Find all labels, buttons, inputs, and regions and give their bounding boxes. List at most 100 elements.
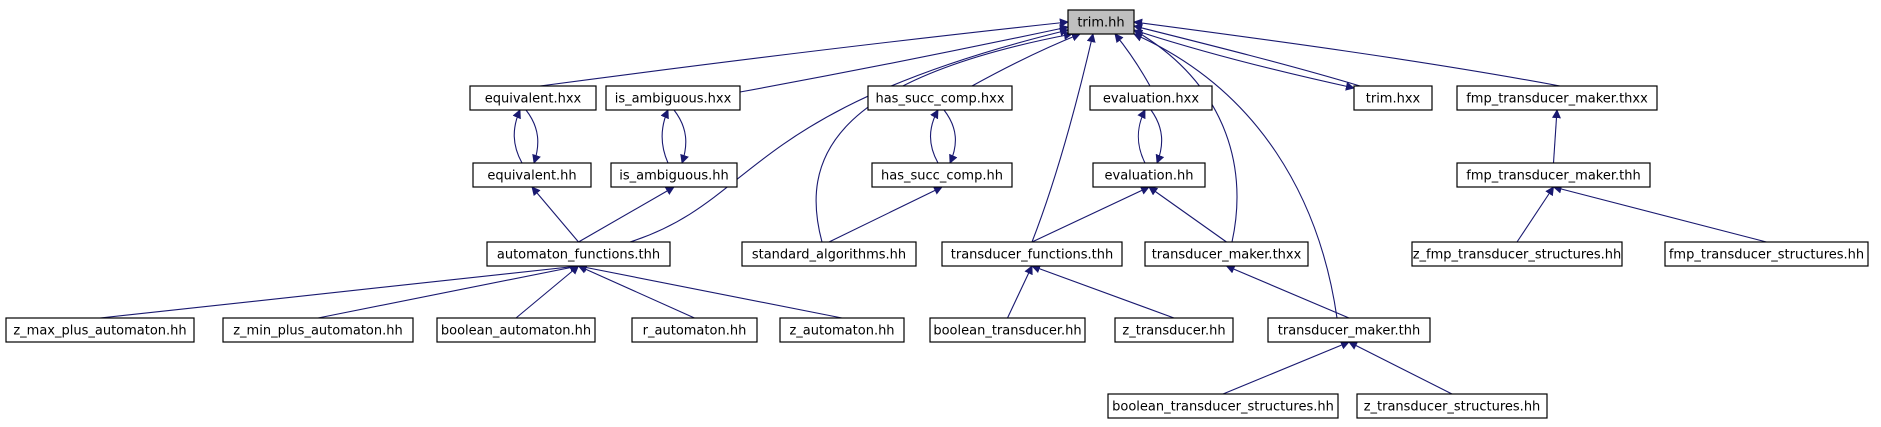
edge-line bbox=[1552, 184, 1767, 243]
edge-line bbox=[577, 265, 695, 319]
node-label: boolean_transducer_structures.hh bbox=[1112, 400, 1334, 415]
node-automaton-functions-thh[interactable]: automaton_functions.thh bbox=[486, 241, 671, 267]
edge-has-succ-comp-hxx-to-trim-hh bbox=[971, 32, 1081, 87]
edge-z-fmp-transducer-structures-hh-to-fmp-transducer-maker-thh bbox=[1516, 186, 1554, 243]
node-box[interactable] bbox=[222, 317, 414, 343]
edge-fmp-transducer-maker-thxx-to-trim-hh bbox=[1133, 18, 1561, 87]
node-box[interactable] bbox=[472, 162, 592, 188]
node-box[interactable] bbox=[1356, 393, 1548, 419]
node-box[interactable] bbox=[1456, 85, 1658, 111]
node-z-transducer-structures-hh[interactable]: z_transducer_structures.hh bbox=[1356, 393, 1548, 419]
node-box[interactable] bbox=[1353, 85, 1433, 111]
node-box[interactable] bbox=[741, 241, 917, 267]
edge-line bbox=[660, 109, 669, 164]
node-standard-algorithms-hh[interactable]: standard_algorithms.hh bbox=[741, 241, 917, 267]
edge-is-ambiguous-hxx-to-trim-hh bbox=[739, 24, 1069, 93]
edge-line bbox=[1031, 33, 1096, 243]
edge-line bbox=[578, 186, 675, 243]
node-transducer-functions-thh[interactable]: transducer_functions.thh bbox=[941, 241, 1123, 267]
node-label: trim.hh bbox=[1077, 16, 1124, 31]
node-box[interactable] bbox=[1107, 393, 1339, 419]
edge-line bbox=[828, 186, 943, 243]
node-has-succ-comp-hxx[interactable]: has_succ_comp.hxx bbox=[867, 85, 1013, 111]
node-box[interactable] bbox=[610, 162, 738, 188]
node-transducer-maker-thh[interactable]: transducer_maker.thh bbox=[1267, 317, 1431, 343]
edge-line bbox=[673, 109, 689, 164]
node-box[interactable] bbox=[436, 317, 596, 343]
edge-trim-hh-to-trim-hxx bbox=[1133, 29, 1355, 91]
node-fmp-transducer-structures-hh[interactable]: fmp_transducer_structures.hh bbox=[1664, 241, 1869, 267]
node-label: z_fmp_transducer_structures.hh bbox=[1413, 248, 1622, 263]
node-is-ambiguous-hh[interactable]: is_ambiguous.hh bbox=[610, 162, 738, 188]
node-boolean-transducer-structures-hh[interactable]: boolean_transducer_structures.hh bbox=[1107, 393, 1339, 419]
edge-z-min-plus-automaton-hh-to-automaton-functions-thh bbox=[317, 263, 580, 319]
node-z-transducer-hh[interactable]: z_transducer.hh bbox=[1114, 317, 1234, 343]
edge-line bbox=[531, 186, 579, 243]
edge-line bbox=[815, 31, 1073, 243]
edge-line bbox=[1222, 340, 1350, 395]
node-boolean-automaton-hh[interactable]: boolean_automaton.hh bbox=[436, 317, 596, 343]
node-box[interactable] bbox=[5, 317, 195, 343]
node-trim-hh[interactable]: trim.hh bbox=[1067, 9, 1135, 35]
edge-transducer-functions-thh-to-trim-hh bbox=[1031, 33, 1096, 243]
edge-line bbox=[1516, 186, 1554, 243]
node-z-automaton-hh[interactable]: z_automaton.hh bbox=[779, 317, 905, 343]
node-fmp-transducer-maker-thh[interactable]: fmp_transducer_maker.thh bbox=[1456, 162, 1651, 188]
edge-fmp-transducer-maker-thh-to-fmp-transducer-maker-thxx bbox=[1551, 109, 1561, 164]
node-box[interactable] bbox=[1089, 85, 1213, 111]
node-box[interactable] bbox=[1411, 241, 1623, 267]
node-equivalent-hh[interactable]: equivalent.hh bbox=[472, 162, 592, 188]
node-has-succ-comp-hh[interactable]: has_succ_comp.hh bbox=[871, 162, 1013, 188]
edge-transducer-maker-thh-to-transducer-maker-thxx bbox=[1225, 265, 1350, 319]
node-label: boolean_automaton.hh bbox=[441, 324, 591, 339]
node-box[interactable] bbox=[1092, 162, 1206, 188]
node-box[interactable] bbox=[867, 85, 1013, 111]
edge-z-transducer-structures-hh-to-transducer-maker-thh bbox=[1348, 341, 1453, 395]
node-box[interactable] bbox=[486, 241, 671, 267]
node-label: z_automaton.hh bbox=[789, 324, 894, 339]
node-label: z_transducer_structures.hh bbox=[1364, 400, 1541, 415]
node-label: evaluation.hh bbox=[1105, 169, 1194, 184]
node-equivalent-hxx[interactable]: equivalent.hxx bbox=[469, 85, 597, 111]
node-z-min-plus-automaton-hh[interactable]: z_min_plus_automaton.hh bbox=[222, 317, 414, 343]
node-box[interactable] bbox=[871, 162, 1013, 188]
edge-line bbox=[1133, 18, 1561, 87]
node-r-automaton-hh[interactable]: r_automaton.hh bbox=[631, 317, 758, 343]
node-label: is_ambiguous.hh bbox=[619, 169, 728, 184]
edge-automaton-functions-thh-to-equivalent-hh bbox=[531, 186, 579, 243]
node-box[interactable] bbox=[1067, 9, 1135, 35]
node-box[interactable] bbox=[631, 317, 758, 343]
node-transducer-maker-thxx[interactable]: transducer_maker.thxx bbox=[1144, 241, 1309, 267]
edge-has-succ-comp-hxx-to-has-succ-comp-hh bbox=[943, 109, 958, 164]
node-box[interactable] bbox=[941, 241, 1123, 267]
edge-is-ambiguous-hxx-to-is-ambiguous-hh bbox=[673, 109, 689, 164]
node-box[interactable] bbox=[1114, 317, 1234, 343]
edge-r-automaton-hh-to-automaton-functions-thh bbox=[577, 265, 695, 319]
node-is-ambiguous-hxx[interactable]: is_ambiguous.hxx bbox=[605, 85, 741, 111]
edge-fmp-transducer-structures-hh-to-fmp-transducer-maker-thh bbox=[1552, 184, 1767, 243]
node-box[interactable] bbox=[1144, 241, 1309, 267]
node-z-max-plus-automaton-hh[interactable]: z_max_plus_automaton.hh bbox=[5, 317, 195, 343]
node-evaluation-hh[interactable]: evaluation.hh bbox=[1092, 162, 1206, 188]
node-box[interactable] bbox=[1456, 162, 1651, 188]
edge-has-succ-comp-hh-to-has-succ-comp-hxx bbox=[929, 109, 939, 164]
node-box[interactable] bbox=[779, 317, 905, 343]
node-fmp-transducer-maker-thxx[interactable]: fmp_transducer_maker.thxx bbox=[1456, 85, 1658, 111]
node-label: fmp_transducer_maker.thxx bbox=[1466, 92, 1648, 107]
edge-evaluation-hxx-to-trim-hh bbox=[1114, 33, 1151, 87]
edge-line bbox=[1114, 33, 1151, 87]
node-evaluation-hxx[interactable]: evaluation.hxx bbox=[1089, 85, 1213, 111]
node-box[interactable] bbox=[1664, 241, 1869, 267]
node-box[interactable] bbox=[1267, 317, 1431, 343]
edges-layer bbox=[99, 18, 1767, 395]
node-boolean-transducer-hh[interactable]: boolean_transducer.hh bbox=[929, 317, 1086, 343]
node-box[interactable] bbox=[469, 85, 597, 111]
node-z-fmp-transducer-structures-hh[interactable]: z_fmp_transducer_structures.hh bbox=[1411, 241, 1623, 267]
edge-line bbox=[739, 24, 1069, 93]
node-box[interactable] bbox=[605, 85, 741, 111]
edge-line bbox=[1551, 109, 1561, 164]
edge-line bbox=[1133, 29, 1238, 243]
node-label: boolean_transducer.hh bbox=[933, 324, 1081, 339]
node-box[interactable] bbox=[929, 317, 1086, 343]
node-trim-hxx[interactable]: trim.hxx bbox=[1353, 85, 1433, 111]
